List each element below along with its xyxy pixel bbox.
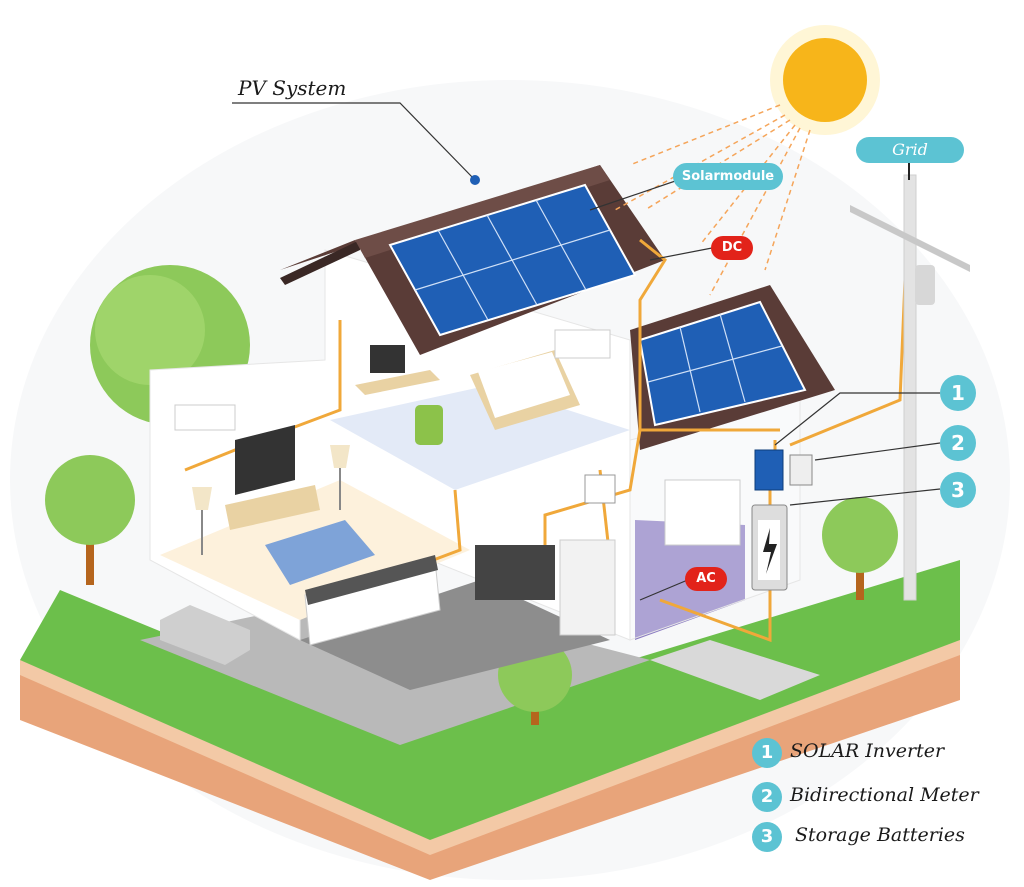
pv-system-pointer-dot xyxy=(470,175,480,185)
marker-3: 3 xyxy=(940,472,976,508)
sofa xyxy=(265,520,375,585)
solar-panel-array-side xyxy=(638,300,807,427)
legend-num-2: 2 xyxy=(752,782,782,812)
legend-num-1: 1 xyxy=(752,738,782,768)
grid-label: Grid xyxy=(856,137,964,163)
sun xyxy=(770,25,880,135)
counter-top xyxy=(305,555,438,605)
floor-lamp-left xyxy=(192,487,212,555)
legend-text-3: Storage Batteries xyxy=(795,824,965,846)
refrigerator xyxy=(559,539,616,636)
marker-1: 1 xyxy=(940,375,976,411)
solar-inverter xyxy=(754,449,784,491)
storage-battery xyxy=(751,504,788,591)
desk-with-monitor xyxy=(355,345,440,395)
floor-lamp-right xyxy=(330,445,350,510)
legend-text-1: SOLAR Inverter xyxy=(790,740,945,762)
solar-panel-array-main xyxy=(388,183,637,337)
green-chair xyxy=(415,405,443,445)
television xyxy=(235,425,295,495)
dc-label: DC xyxy=(711,236,753,260)
tv-stand xyxy=(225,485,320,530)
solarmodule-label: Solarmodule xyxy=(673,163,783,190)
bidirectional-meter xyxy=(789,454,813,486)
bedroom-bed xyxy=(470,350,580,430)
washer-dryer xyxy=(664,479,741,546)
pv-system-label: PV System xyxy=(238,76,347,100)
tree-right xyxy=(822,497,898,600)
legend-text-2: Bidirectional Meter xyxy=(790,784,979,806)
tree-left-small xyxy=(45,455,135,585)
stove xyxy=(475,545,555,600)
air-conditioner-upstairs xyxy=(554,329,611,359)
marker-2: 2 xyxy=(940,425,976,461)
legend-num-3: 3 xyxy=(752,822,782,852)
fuse-box xyxy=(584,474,616,504)
air-conditioner-downstairs xyxy=(174,404,236,431)
ac-label: AC xyxy=(685,567,727,591)
utility-pole xyxy=(850,160,970,601)
